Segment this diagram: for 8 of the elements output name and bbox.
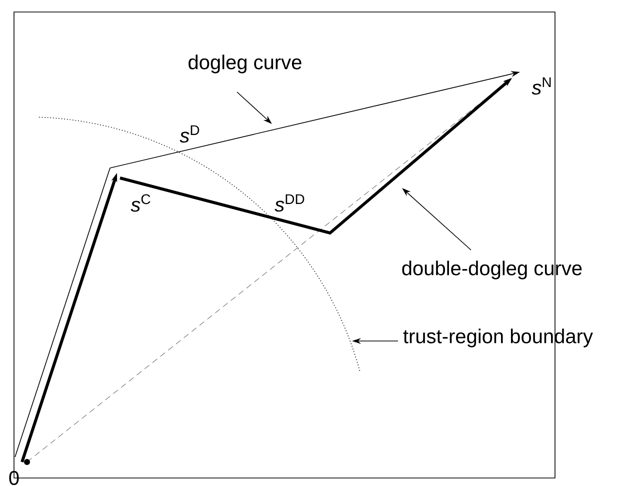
curve-label: dogleg curve bbox=[188, 54, 302, 74]
point-label: s$^{N}$ bbox=[532, 77, 551, 95]
point-label: s$^{C}$ bbox=[130, 194, 150, 212]
arrow bbox=[26, 78, 512, 462]
edge-label: s$^{D}$ bbox=[178, 124, 202, 144]
edge-label: s$^{DD}$ bbox=[274, 193, 306, 213]
line bbox=[14, 168, 110, 458]
point-label: 0 bbox=[9, 470, 19, 486]
